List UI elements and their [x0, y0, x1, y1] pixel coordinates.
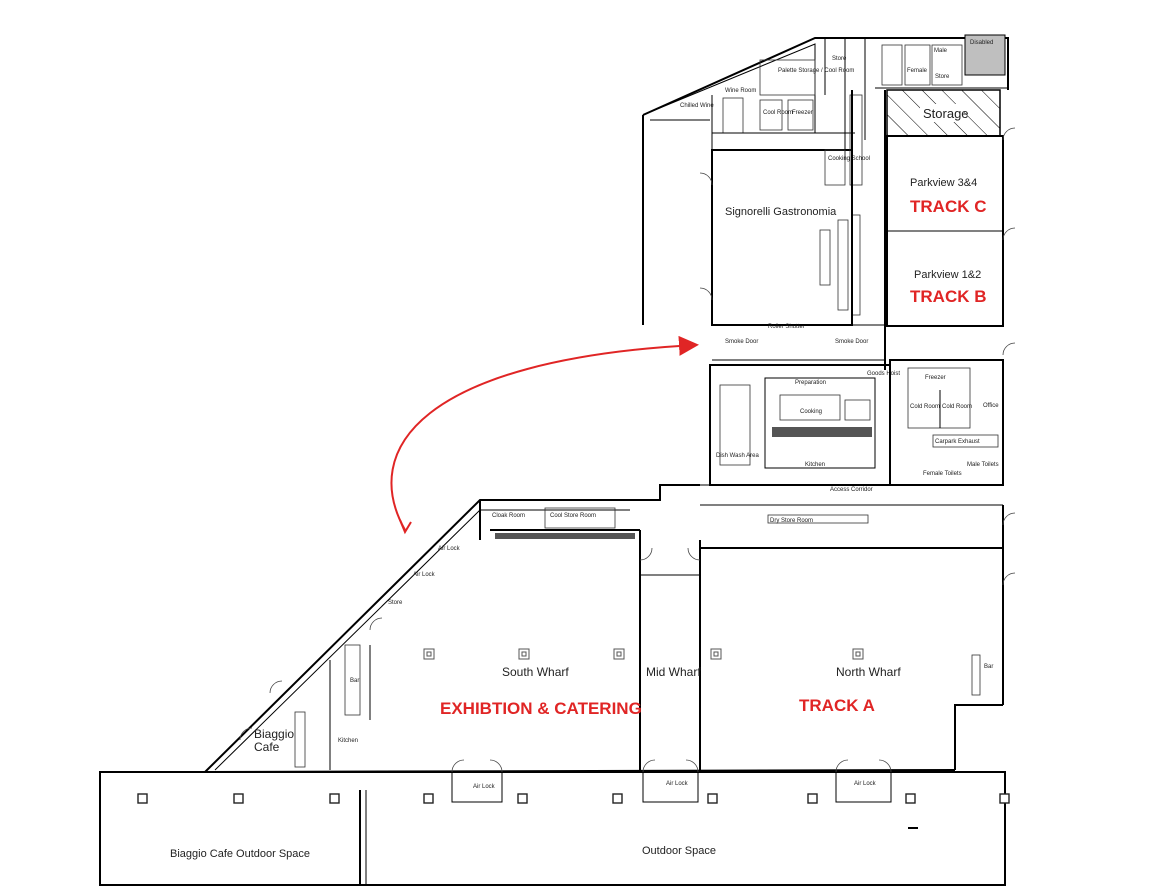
parkview-34-label: Parkview 3&4: [910, 177, 977, 189]
kitchen-label: Kitchen: [805, 462, 825, 468]
female-label: Female: [907, 68, 928, 74]
track-a-label: TRACK A: [799, 696, 875, 715]
palette-storage-label: Palette Storage / Cool Room: [778, 68, 854, 74]
north-wharf-label: North Wharf: [836, 665, 901, 679]
goods-hoist-label: Goods Hoist: [867, 371, 900, 377]
carpark-exhaust-label: Carpark Exhaust: [935, 439, 980, 445]
exhibition-catering-label: EXHIBTION & CATERING: [440, 699, 642, 718]
south-wharf-label: South Wharf: [502, 665, 569, 679]
cool-room-label: Cool Room: [763, 110, 793, 116]
air-lock-outdoor-2: Air Lock: [666, 781, 689, 787]
signorelli-label: Signorelli Gastronomia: [725, 206, 837, 218]
biaggio-cafe-label-1: Biaggio: [254, 727, 294, 741]
air-lock-outdoor-3: Air Lock: [854, 781, 877, 787]
outdoor-columns: [137, 793, 1010, 829]
track-b-label: TRACK B: [910, 287, 987, 306]
mid-wharf-label: Mid Wharf: [646, 665, 701, 679]
dry-store-label: Dry Store Room: [770, 518, 813, 524]
store-label-2: Store: [935, 74, 950, 80]
parkview-12-label: Parkview 1&2: [914, 269, 981, 281]
freezer-label: Freezer: [792, 110, 813, 116]
roller-shutter-label: Roller Shutter: [768, 324, 805, 330]
store-label-3: Store: [388, 600, 403, 606]
air-lock-label-2: Air Lock: [438, 546, 461, 552]
parkview-area: Parkview 3&4 TRACK C Parkview 1&2 TRACK …: [886, 135, 1004, 327]
preparation-label: Preparation: [795, 380, 826, 386]
dish-wash-label: Dish Wash Area: [716, 453, 759, 459]
air-lock-outdoor-1: Air Lock: [473, 784, 496, 790]
access-corridor-label: Access Corridor: [830, 487, 873, 493]
track-c-label: TRACK C: [910, 197, 987, 216]
outdoor-space-label: Outdoor Space: [642, 845, 716, 857]
smoke-door-label: Smoke Door: [725, 339, 758, 345]
main-hall: Bar Bar Kitchen Store Air Lock Air Lock …: [204, 484, 1004, 773]
cooking-label: Cooking: [800, 409, 822, 415]
cloak-room-label: Cloak Room: [492, 513, 525, 519]
arrow-tail-head: [399, 519, 412, 535]
biaggio-cafe-label-2: Cafe: [254, 740, 280, 754]
store-label: Store: [832, 56, 847, 62]
signorelli-area: Signorelli Gastronomia Roller Shutter Sm…: [711, 90, 886, 370]
chilled-wine-label: Chilled Wine: [680, 103, 714, 109]
office-label: Office: [983, 403, 999, 409]
interior-columns: [423, 648, 864, 660]
cooking-school-label: Cooking School: [828, 156, 870, 162]
bar-label: Bar: [984, 664, 993, 670]
storage-area: Storage: [886, 89, 1001, 137]
bar-label-2: Bar: [350, 678, 359, 684]
male-toilets-label: Male Toilets: [967, 462, 999, 468]
disabled-label: Disabled: [970, 40, 993, 46]
wine-room-label: Wine Room: [725, 88, 756, 94]
curved-red-arrow: [390, 335, 699, 531]
cold-room-label: Cold Room: [910, 404, 940, 410]
top-service-area: Chilled Wine Wine Room Cool Room Freezer…: [642, 34, 1009, 325]
cool-store-room-label: Cool Store Room: [550, 513, 596, 519]
kitchen-small-label: Kitchen: [338, 738, 358, 744]
air-lock-label: Air Lock: [413, 572, 436, 578]
smoke-door-label-2: Smoke Door: [835, 339, 868, 345]
female-toilets-label: Female Toilets: [923, 471, 962, 477]
freezer-label-2: Freezer: [925, 375, 946, 381]
kitchen-area: Preparation Cooking Dish Wash Area Kitch…: [700, 359, 1004, 524]
doors: [239, 127, 1016, 773]
outdoor-spaces: Air Lock Air Lock Air Lock Biaggio Cafe …: [99, 771, 1006, 886]
cold-room-label-2: Cold Room: [942, 404, 972, 410]
biaggio-outdoor-label: Biaggio Cafe Outdoor Space: [170, 848, 310, 860]
male-label: Male: [934, 48, 948, 54]
storage-label: Storage: [923, 106, 969, 121]
